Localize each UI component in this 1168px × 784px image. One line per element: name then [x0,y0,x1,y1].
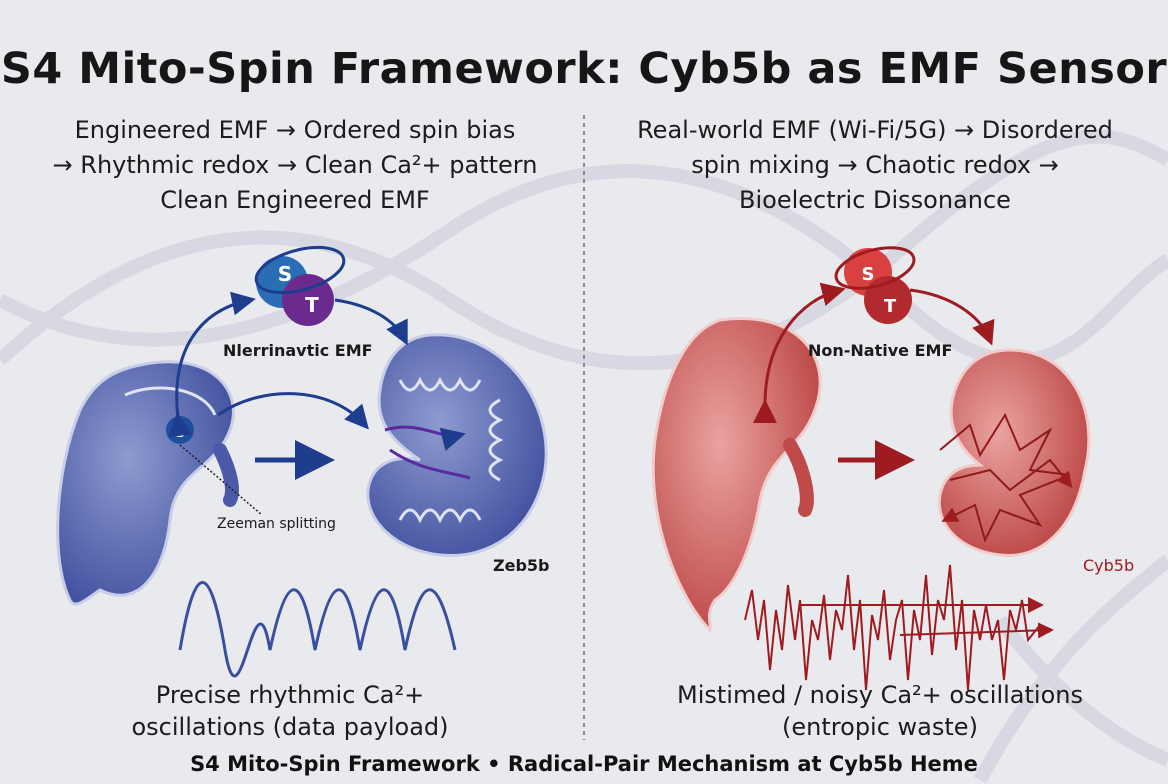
left-subtitle-line: Clean Engineered EMF [160,186,430,214]
zeeman-label: Zeeman splitting [217,516,336,532]
left-subtitle: Engineered EMF → Ordered spin bias → Rhy… [10,113,580,218]
right-subtitle: Real-world EMF (Wi-Fi/5G) → Disordered s… [590,113,1160,218]
right-mitochondrion-small [937,348,1091,558]
triplet-label: T [884,296,897,317]
left-caption-line: oscillations (data payload) [131,713,449,741]
left-emf-label: Nlerrinavtic EMF [223,341,373,360]
left-subtitle-line: Engineered EMF → Ordered spin bias [74,116,516,144]
right-caption-line: Mistimed / noisy Ca²+ oscillations [677,681,1083,709]
right-caption: Mistimed / noisy Ca²+ oscillations (entr… [600,679,1160,743]
page-title: S4 Mito-Spin Framework: Cyb5b as EMF Sen… [0,44,1168,94]
singlet-label: S [862,264,875,285]
right-mitochondrion-large [651,317,822,633]
right-emf-label: Non-Native EMF [808,341,953,360]
footer-caption: S4 Mito-Spin Framework • Radical-Pair Me… [190,752,978,776]
triplet-label: T [305,293,319,317]
left-mitochondrion-small [366,333,548,558]
right-subtitle-line: spin mixing → Chaotic redox → [691,151,1059,179]
left-mitochondrion-large [56,360,239,606]
left-caption: Precise rhythmic Ca²+ oscillations (data… [40,679,540,743]
right-protein-label: Cyb5b [1083,556,1135,575]
right-spin-pair: S T [834,246,916,324]
right-subtitle-line: Bioelectric Dissonance [739,186,1011,214]
left-arrows [168,291,408,480]
rhythmic-calcium-wave [178,581,457,678]
right-caption-line: (entropic waste) [782,713,978,741]
singlet-label: S [278,262,292,286]
left-protein-label: Zeb5b [493,556,550,575]
right-arrows [752,282,995,480]
left-subtitle-line: → Rhythmic redox → Clean Ca²+ pattern [52,151,538,179]
noisy-calcium-signal [744,564,1051,691]
left-spin-pair: S T [254,245,346,326]
right-subtitle-line: Real-world EMF (Wi-Fi/5G) → Disordered [637,116,1113,144]
heme-spin-label: S [174,422,186,441]
left-caption-line: Precise rhythmic Ca²+ [155,681,425,709]
